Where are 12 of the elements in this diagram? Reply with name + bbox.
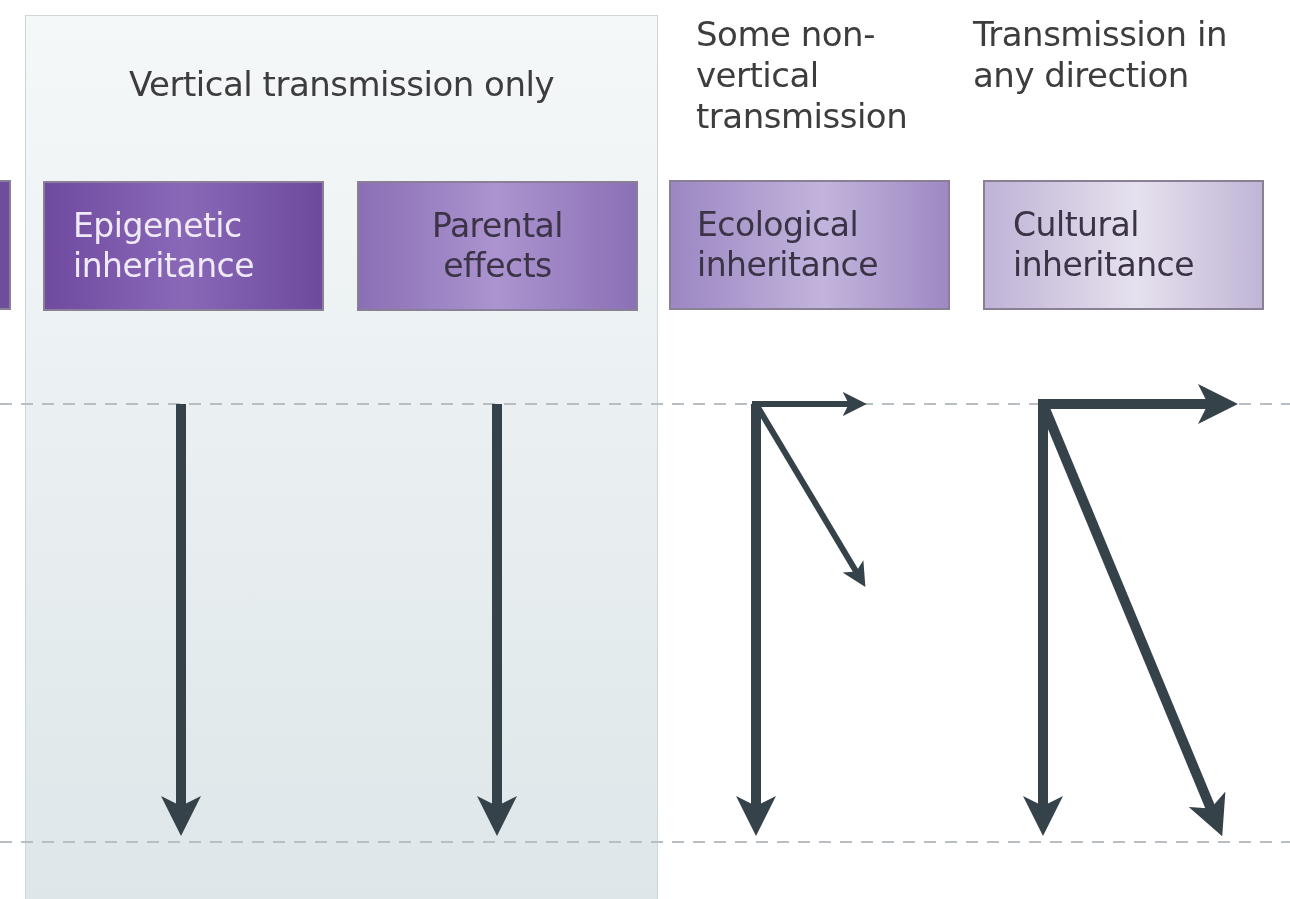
box-label: Ecological inheritance — [697, 205, 880, 285]
category-box — [669, 180, 950, 310]
panel-heading: Vertical transmission only — [128, 64, 555, 105]
box-label: Parental effects — [431, 206, 564, 286]
category-box — [43, 181, 324, 311]
category-box — [983, 180, 1264, 310]
box-label: Epigenetic inheritance — [73, 206, 256, 286]
box-label: Cultural inheritance — [1013, 205, 1196, 285]
group-panel — [25, 15, 658, 899]
category-box — [357, 181, 638, 311]
column-heading: Transmission in any direction — [973, 14, 1228, 96]
column-heading: Some non-vertical transmission — [696, 14, 909, 137]
